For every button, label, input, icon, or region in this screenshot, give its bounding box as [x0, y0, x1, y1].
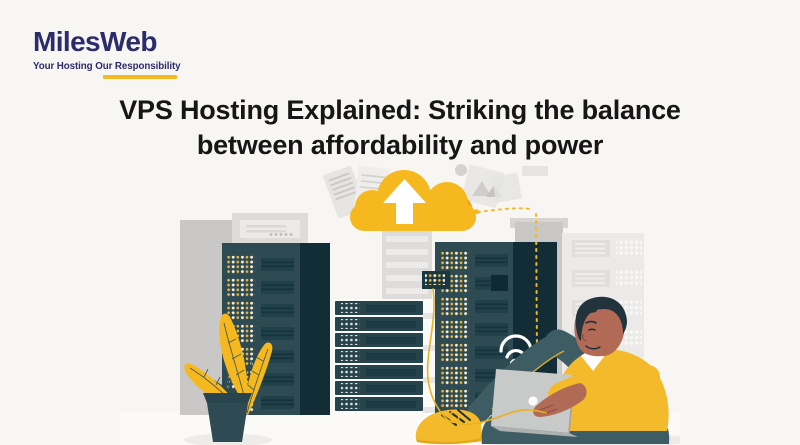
person-shoe — [415, 409, 482, 445]
person-with-laptop — [415, 296, 670, 445]
building-window-row — [572, 240, 642, 257]
server-unit — [335, 317, 423, 331]
logo-wordmark: MilesWeb — [33, 26, 157, 57]
upload-arrow-icon — [383, 179, 426, 224]
server-unit — [335, 365, 423, 379]
logo-accent-underline — [103, 75, 177, 79]
page-title-line-1: VPS Hosting Explained: Striking the bala… — [119, 95, 681, 125]
patch-panel — [422, 271, 450, 289]
illustration-canvas — [120, 164, 696, 445]
cloud-upload-icon — [350, 170, 476, 231]
server-unit — [335, 301, 423, 315]
laptop — [491, 369, 578, 437]
background-block — [522, 166, 548, 176]
person-head — [574, 296, 627, 357]
potted-plant — [184, 313, 273, 442]
server-unit — [335, 349, 423, 363]
page-title-line-2: between affordability and power — [196, 130, 604, 160]
server-unit — [335, 381, 423, 395]
server-unit — [335, 397, 423, 411]
server-rack-middle — [333, 299, 436, 415]
page-title: VPS Hosting Explained: Striking the bala… — [0, 93, 800, 163]
server-unit — [335, 333, 423, 347]
server-rack-left — [222, 243, 330, 415]
building-window-row — [572, 270, 642, 287]
milesweb-logo[interactable]: MilesWeb Your Hosting Our Responsibility — [33, 26, 181, 79]
logo-tagline: Your Hosting Our Responsibility — [33, 61, 181, 72]
network-cable — [426, 288, 547, 426]
hero-illustration — [120, 163, 696, 445]
person-hand — [533, 383, 587, 417]
image-placeholder-icon — [455, 164, 522, 209]
